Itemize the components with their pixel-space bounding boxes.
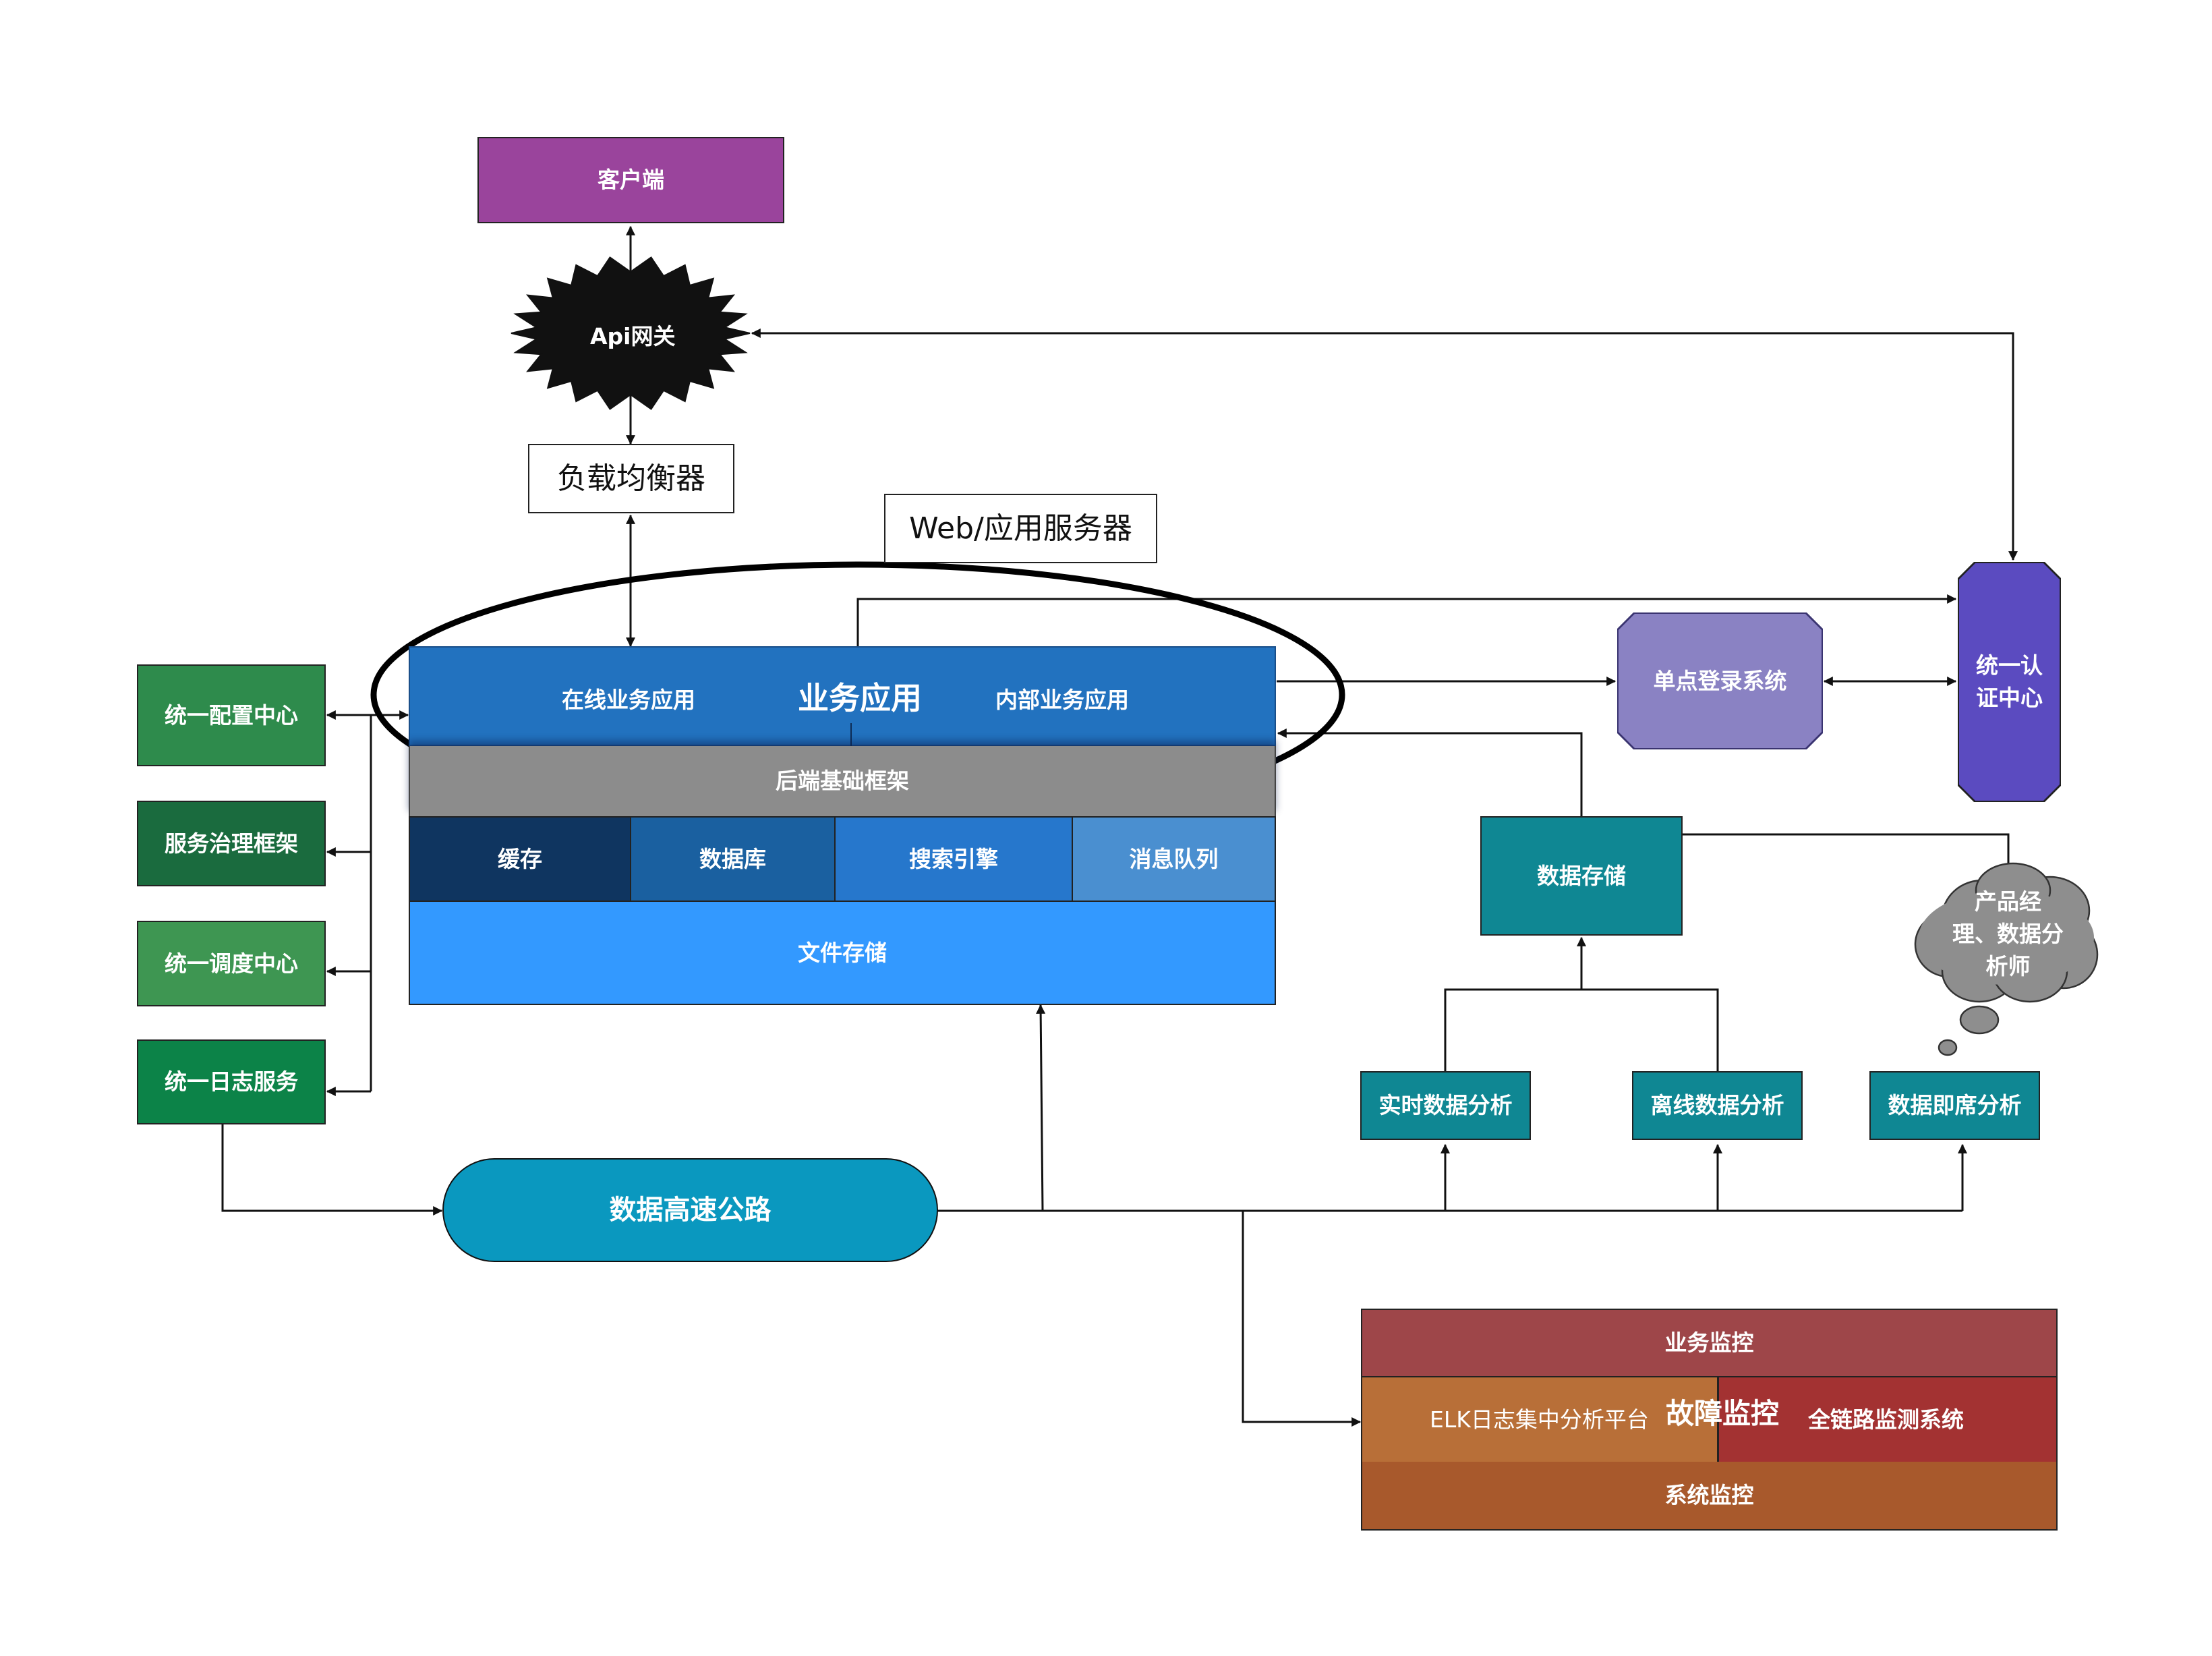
fault-monitor-label: 故障监控 bbox=[1666, 1397, 1780, 1430]
sso-inner: 单点登录系统 bbox=[1619, 614, 1822, 748]
client-label: 客户端 bbox=[598, 167, 664, 194]
data-highway[interactable]: 数据高速公路 bbox=[443, 1159, 937, 1261]
data-storage-box[interactable]: 数据存储 bbox=[1480, 816, 1683, 936]
elk-platform-label: ELK日志集中分析平台 bbox=[1430, 1406, 1649, 1433]
system-monitor-label: 系统监控 bbox=[1664, 1482, 1754, 1509]
cache-box[interactable]: 缓存 bbox=[409, 816, 631, 902]
analysis-tree bbox=[1444, 988, 1719, 1071]
scheduling-center-label: 统一调度中心 bbox=[165, 950, 298, 977]
offline-analysis-box[interactable]: 离线数据分析 bbox=[1632, 1071, 1803, 1140]
highway-app-arrow bbox=[1036, 1004, 1046, 1211]
elk-platform-box[interactable]: ELK日志集中分析平台 bbox=[1361, 1377, 1718, 1463]
auth-center-box[interactable]: 统一认证中心 bbox=[1958, 562, 2061, 802]
load-balancer-label: 负载均衡器 bbox=[557, 461, 705, 496]
message-queue-box[interactable]: 消息队列 bbox=[1073, 816, 1276, 902]
backend-framework-box[interactable]: 后端基础框架 bbox=[409, 746, 1276, 816]
online-business-app-label[interactable]: 在线业务应用 bbox=[562, 687, 695, 713]
file-storage-box[interactable]: 文件存储 bbox=[409, 902, 1276, 1005]
search-engine-label: 搜索引擎 bbox=[909, 845, 998, 872]
storage-app-arrow bbox=[1277, 729, 1583, 816]
database-label: 数据库 bbox=[699, 845, 766, 872]
thought-bubble-small bbox=[1938, 1039, 1958, 1056]
gateway-auth-arrow bbox=[751, 329, 2018, 561]
api-gateway-starburst bbox=[511, 256, 751, 410]
realtime-analysis-label: 实时数据分析 bbox=[1378, 1092, 1513, 1119]
sso-box[interactable]: 单点登录系统 bbox=[1617, 612, 1823, 749]
data-storage-label: 数据存储 bbox=[1537, 862, 1626, 889]
app-auth-arrow bbox=[853, 594, 1957, 666]
search-engine-box[interactable]: 搜索引擎 bbox=[836, 816, 1073, 902]
adhoc-analysis-label: 数据即席分析 bbox=[1888, 1092, 2022, 1119]
database-box[interactable]: 数据库 bbox=[631, 816, 836, 902]
business-app-layer[interactable]: 在线业务应用 业务应用 内部业务应用 bbox=[409, 646, 1276, 747]
business-monitor-label: 业务监控 bbox=[1664, 1330, 1754, 1357]
data-highway-shape bbox=[442, 1158, 938, 1262]
service-governance-box[interactable]: 服务治理框架 bbox=[137, 801, 326, 886]
app-divider bbox=[850, 723, 852, 747]
business-monitor-box[interactable]: 业务监控 bbox=[1361, 1309, 2058, 1377]
analysts: 产品经理、数据分析师 bbox=[1949, 880, 2067, 988]
cache-label: 缓存 bbox=[498, 845, 542, 872]
log-service-label: 统一日志服务 bbox=[165, 1068, 298, 1095]
auth-center-inner: 统一认证中心 bbox=[1959, 563, 2060, 801]
log-service-box[interactable]: 统一日志服务 bbox=[137, 1039, 326, 1124]
realtime-analysis-box[interactable]: 实时数据分析 bbox=[1360, 1071, 1531, 1140]
config-center-box[interactable]: 统一配置中心 bbox=[137, 664, 326, 766]
highway-monitor-arrow bbox=[1242, 1211, 1362, 1427]
service-governance-label: 服务治理框架 bbox=[165, 830, 298, 857]
system-monitor-box[interactable]: 系统监控 bbox=[1361, 1462, 2058, 1531]
web-app-server-box[interactable]: Web/应用服务器 bbox=[884, 494, 1157, 563]
internal-business-app-label[interactable]: 内部业务应用 bbox=[995, 687, 1129, 713]
offline-analysis-label: 离线数据分析 bbox=[1650, 1092, 1784, 1119]
auth-center-label: 统一认证中心 bbox=[1976, 652, 2043, 711]
api-gateway-label: Api网关 bbox=[590, 323, 676, 349]
thought-bubble-large bbox=[1959, 1005, 2000, 1035]
storage-analysts-arrow bbox=[1683, 833, 2013, 877]
log-highway-arrow bbox=[221, 1124, 443, 1216]
web-app-server-label: Web/应用服务器 bbox=[909, 511, 1132, 546]
config-center-label: 统一配置中心 bbox=[165, 702, 298, 729]
file-storage-label: 文件存储 bbox=[798, 939, 887, 966]
business-app-title: 业务应用 bbox=[798, 680, 922, 716]
analysts-label: 产品经理、数据分析师 bbox=[1952, 888, 2064, 979]
backend-framework-label: 后端基础框架 bbox=[776, 768, 909, 795]
client-box[interactable]: 客户端 bbox=[477, 137, 784, 223]
adhoc-analysis-box[interactable]: 数据即席分析 bbox=[1869, 1071, 2040, 1140]
scheduling-center-box[interactable]: 统一调度中心 bbox=[137, 921, 326, 1006]
tracing-system-label: 全链路监测系统 bbox=[1808, 1406, 1964, 1433]
data-highway-label: 数据高速公路 bbox=[609, 1195, 772, 1226]
sso-label: 单点登录系统 bbox=[1653, 667, 1787, 694]
message-queue-label: 消息队列 bbox=[1129, 845, 1219, 872]
load-balancer-box[interactable]: 负载均衡器 bbox=[528, 444, 734, 513]
